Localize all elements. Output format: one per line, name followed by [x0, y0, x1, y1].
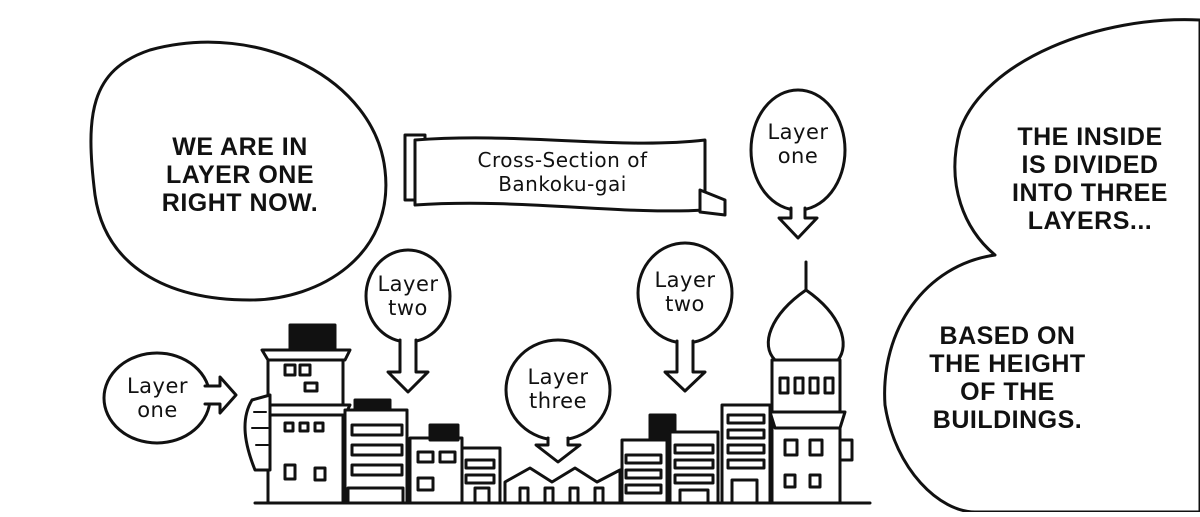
right-top-line-3: INTO THREE [1012, 179, 1168, 207]
label-top-layer-one-line-1: Layer [767, 120, 829, 144]
label-right-layer-two-line-2: two [665, 292, 705, 317]
label-right-layer-two-line-1: Layer [654, 268, 716, 292]
label-bubble-top-layer-one [749, 88, 847, 240]
right-bottom-line-3: OF THE [960, 378, 1055, 406]
right-bottom-line-4: BUILDINGS. [932, 406, 1083, 434]
label-bubble-center-layer-three [504, 338, 612, 464]
label-center-layer-three-line-2: three [528, 389, 588, 414]
title-banner [403, 133, 727, 217]
banner-line-2: Bankoku-gai [498, 172, 627, 196]
label-bubble-left-layer-one [102, 351, 238, 445]
label-bubble-left-layer-two [364, 248, 452, 394]
label-bubble-right-layer-two [636, 241, 734, 393]
label-top-layer-one-line-2: one [777, 144, 819, 169]
label-top-layer-one: Layer one [755, 120, 841, 168]
left-speech-line-3: RIGHT NOW. [161, 189, 319, 217]
label-left-layer-one: Layer one [110, 374, 205, 422]
left-speech-line-1: WE ARE IN [172, 133, 308, 161]
label-right-layer-two: Layer two [643, 268, 727, 316]
label-left-layer-two: Layer two [370, 272, 446, 320]
right-top-speech-text: THE INSIDE IS DIVIDED INTO THREE LAYERS.… [985, 123, 1195, 235]
right-bottom-line-1: BASED ON [939, 322, 1076, 350]
label-left-layer-two-line-1: Layer [377, 272, 439, 296]
left-speech-text: WE ARE IN LAYER ONE RIGHT NOW. [130, 133, 350, 217]
right-top-line-4: LAYERS... [1027, 207, 1153, 235]
label-center-layer-three: Layer three [510, 365, 606, 413]
left-speech-line-2: LAYER ONE [165, 161, 315, 189]
left-speech-bubble [89, 40, 388, 302]
city-skyline [243, 260, 872, 505]
banner-title: Cross-Section of Bankoku-gai [425, 148, 700, 196]
banner-line-1: Cross-Section of [477, 148, 648, 172]
label-left-layer-two-line-2: two [388, 296, 428, 321]
right-bottom-line-2: THE HEIGHT [929, 350, 1086, 378]
right-top-line-1: THE INSIDE [1017, 123, 1163, 151]
right-speech-bubble [883, 18, 1200, 514]
label-left-layer-one-line-1: Layer [126, 374, 189, 398]
label-center-layer-three-line-1: Layer [527, 365, 589, 389]
right-top-line-2: IS DIVIDED [1021, 151, 1159, 179]
right-bottom-speech-text: BASED ON THE HEIGHT OF THE BUILDINGS. [905, 322, 1110, 434]
label-left-layer-one-line-2: one [137, 398, 178, 423]
